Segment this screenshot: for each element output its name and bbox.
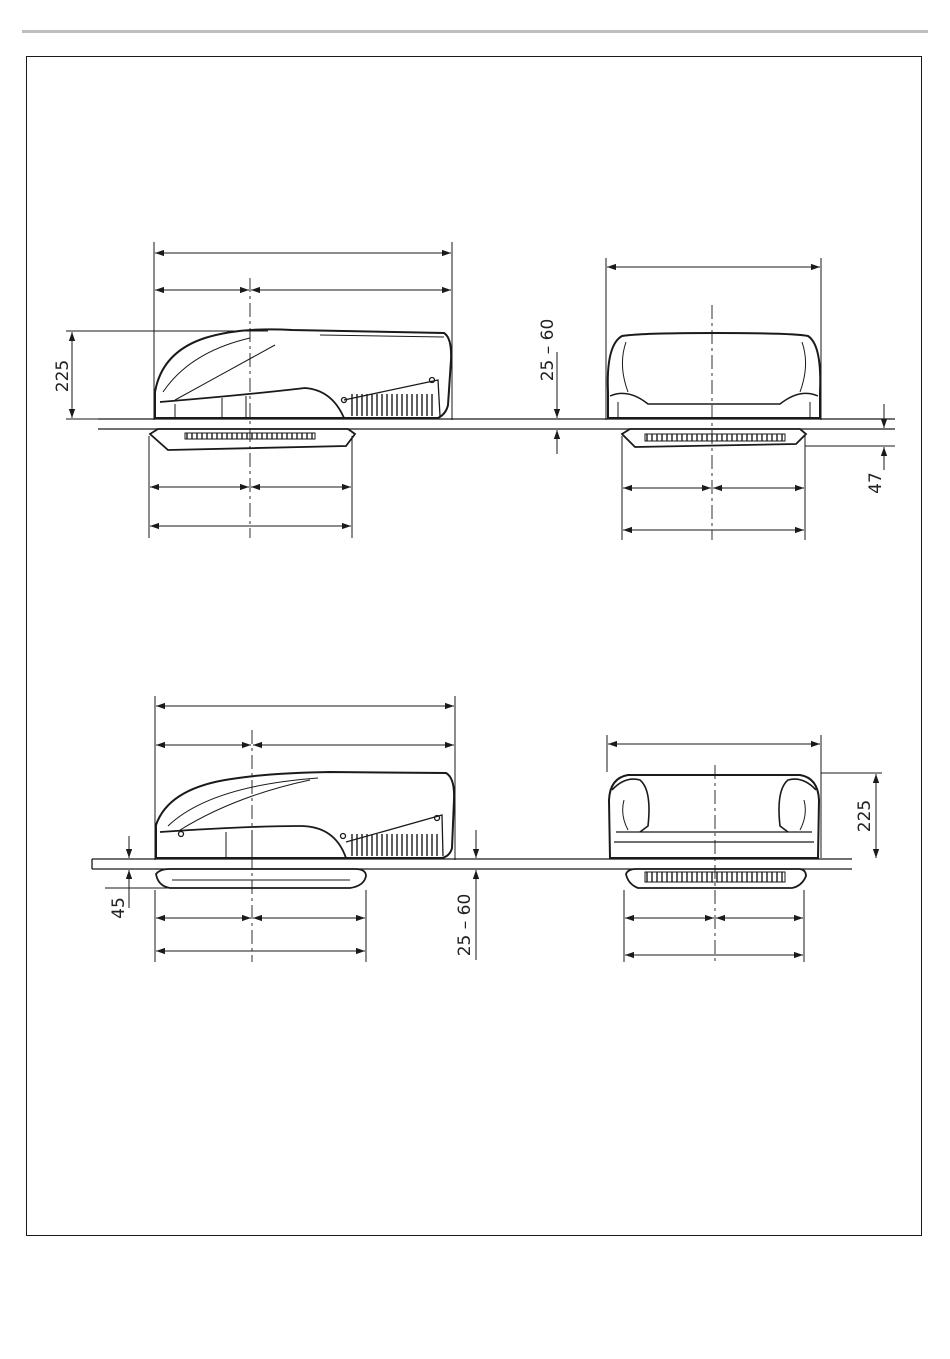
upper-side-height-label: 225 xyxy=(53,360,73,392)
roof-panel xyxy=(555,419,895,429)
rooftop-unit xyxy=(156,772,454,858)
ceiling-unit xyxy=(622,429,806,447)
rooftop-unit xyxy=(609,775,819,858)
roof-panel xyxy=(92,859,852,869)
roof-panel xyxy=(98,419,555,429)
upper-front-view: 25 – 60 47 xyxy=(538,258,895,540)
rooftop-unit xyxy=(608,333,820,418)
upper-front-inner-depth-label: 47 xyxy=(866,472,886,494)
ceiling-unit xyxy=(150,429,355,450)
lower-front-view: 225 xyxy=(607,735,882,962)
rooftop-unit xyxy=(155,329,451,418)
lower-roof-thickness-label: 25 – 60 xyxy=(455,894,475,957)
upper-side-view: 225 xyxy=(53,242,555,538)
ceiling-unit xyxy=(626,869,806,888)
ceiling-unit xyxy=(156,869,366,888)
lower-front-height-label: 225 xyxy=(855,800,875,832)
upper-roof-thickness-label: 25 – 60 xyxy=(538,319,558,382)
lower-inner-depth-label: 45 xyxy=(109,897,129,919)
